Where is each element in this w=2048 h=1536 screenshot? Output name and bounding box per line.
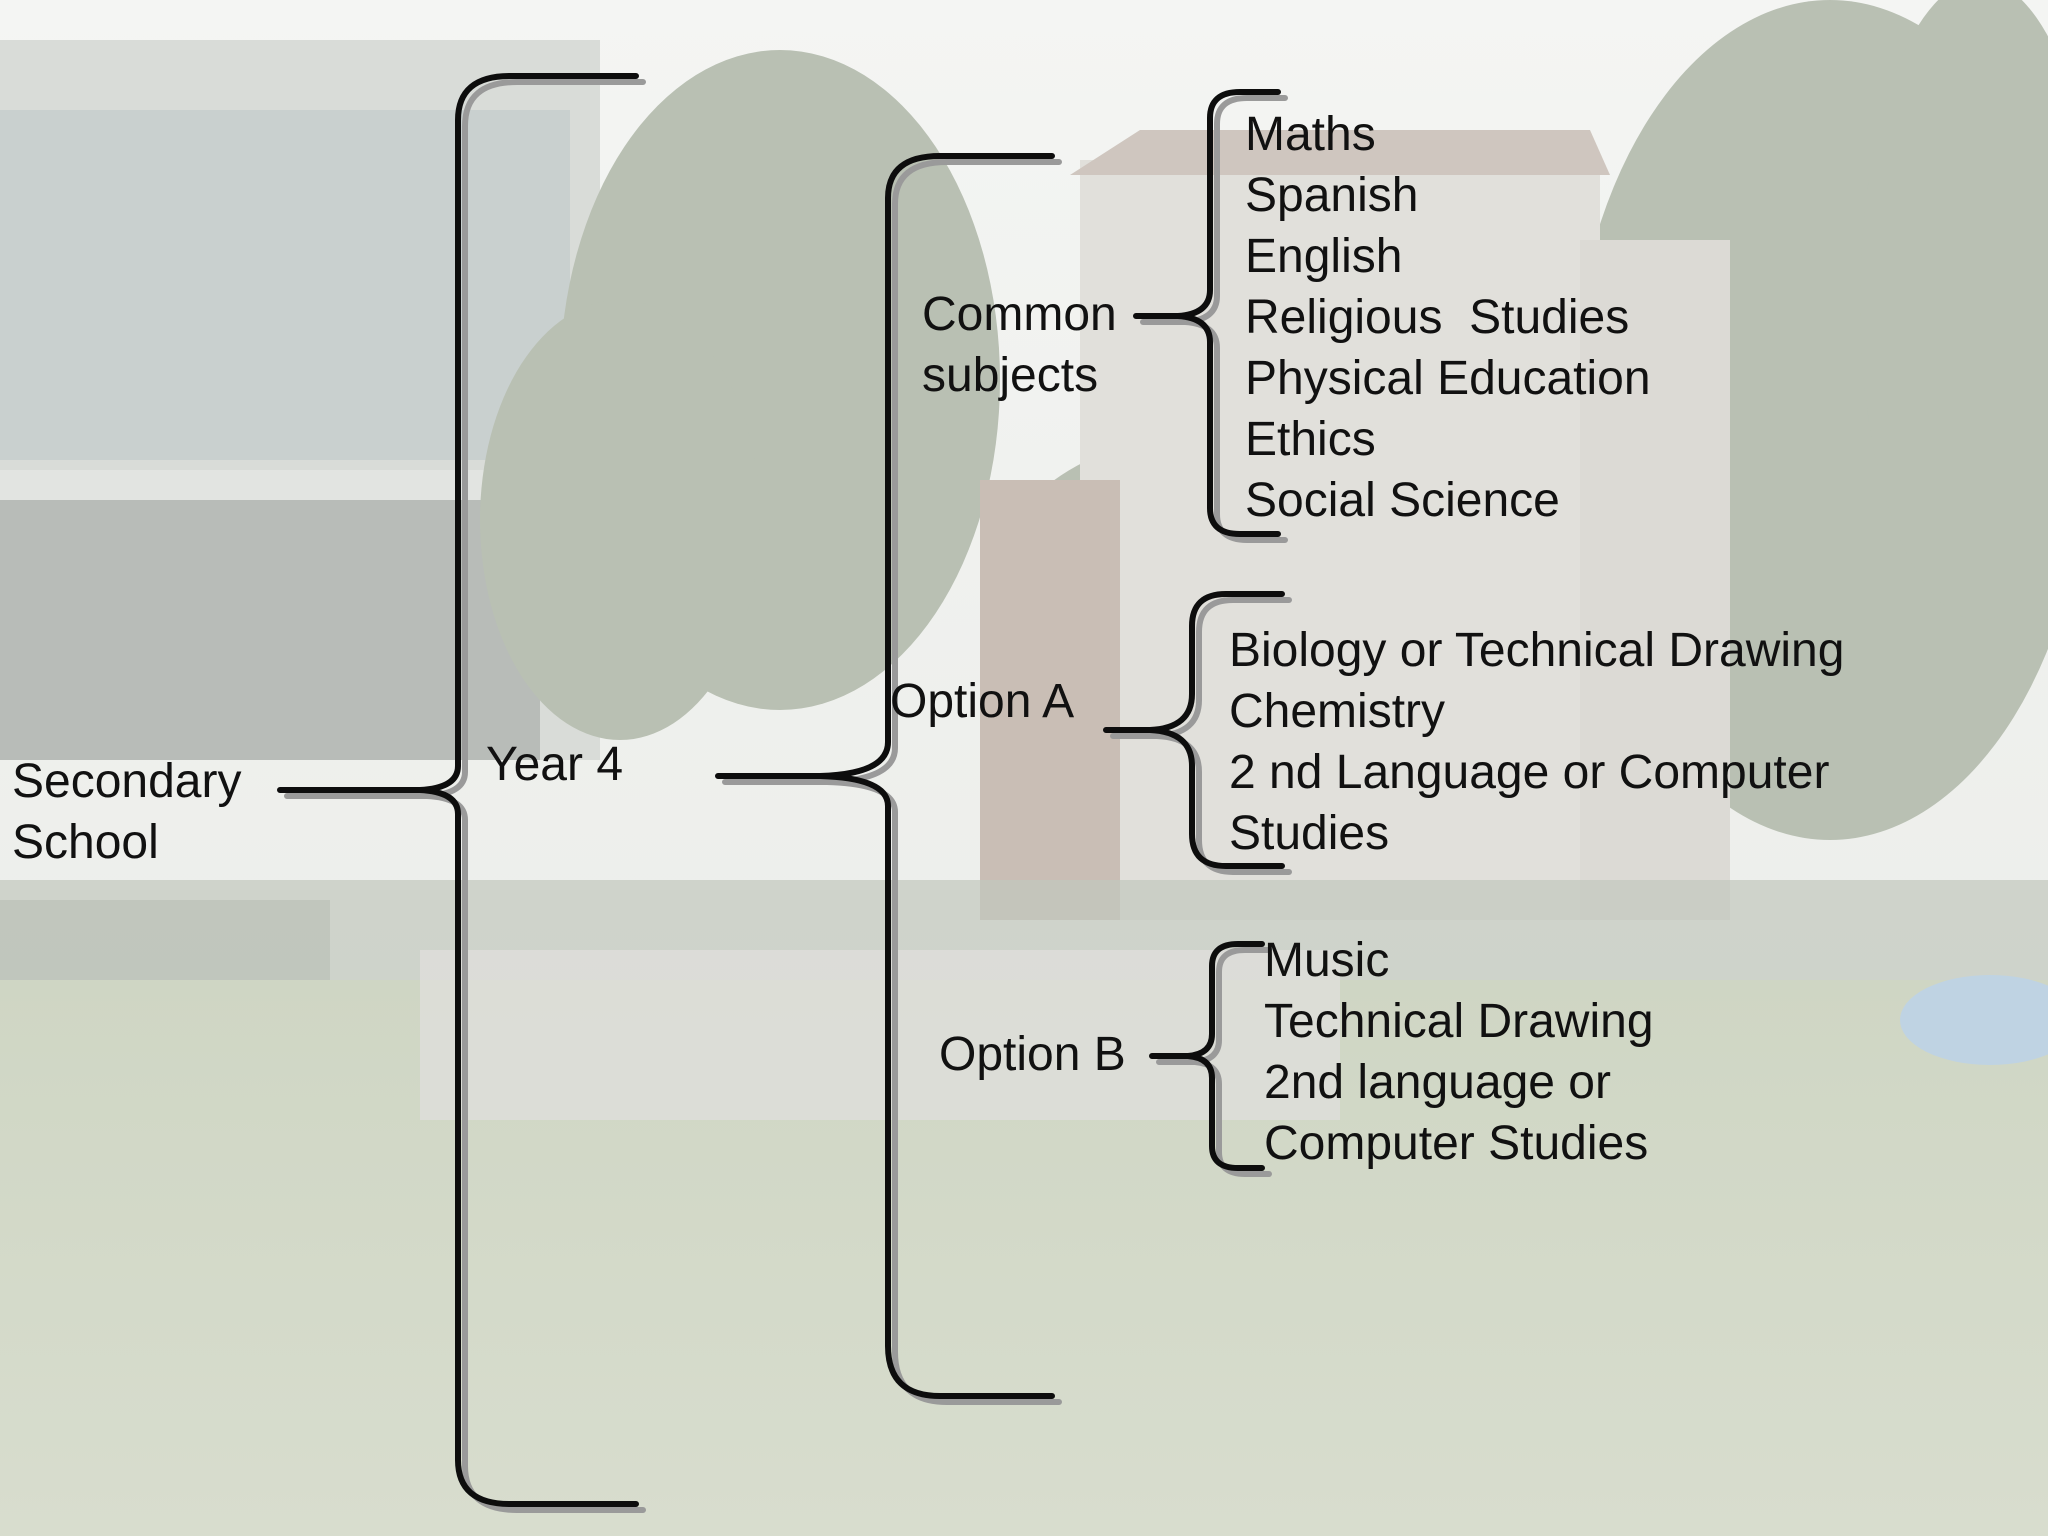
root-line: School: [12, 816, 159, 869]
group-label-line: subjects: [922, 349, 1099, 402]
subject-item: Chemistry: [1229, 685, 1446, 738]
year-label-text: Year 4: [486, 738, 624, 791]
root-line: Secondary: [12, 755, 242, 808]
subject-item: 2 nd Language or Computer: [1229, 746, 1830, 799]
common-subjects-label: Common subjects: [922, 284, 1117, 406]
subject-item: Social Science: [1245, 474, 1560, 527]
subject-item: Spanish: [1245, 169, 1419, 222]
old-school-building: [980, 130, 1730, 920]
group-label-line: Option B: [939, 1028, 1126, 1081]
secondary-school-bracket: [277, 73, 639, 1507]
group-label-line: Option A: [890, 675, 1075, 728]
subject-item: Music: [1264, 934, 1390, 987]
subject-item: 2nd language or: [1264, 1056, 1611, 1109]
option-a-list: Biology or Technical Drawing Chemistry 2…: [1229, 620, 1844, 864]
subject-item: Ethics: [1245, 413, 1376, 466]
year-4-bracket: [715, 153, 1055, 1399]
common-subjects-list: Maths Spanish English Religious Studies …: [1245, 104, 1651, 531]
subject-item: English: [1245, 230, 1403, 283]
subject-item: Physical Education: [1245, 352, 1651, 405]
brackets: [277, 73, 1285, 1507]
year-label: Year 4: [486, 734, 623, 795]
subject-item: Religious Studies: [1245, 291, 1630, 344]
subject-item: Maths: [1245, 108, 1376, 161]
subject-item: Biology or Technical Drawing: [1229, 624, 1845, 677]
option-b-label: Option B: [939, 1024, 1126, 1085]
subject-item: Studies: [1229, 807, 1390, 860]
common-subjects-bracket: [1133, 89, 1281, 537]
option-a-bracket: [1103, 591, 1285, 869]
option-b-bracket: [1149, 941, 1265, 1171]
subject-item: Technical Drawing: [1264, 995, 1654, 1048]
secondary-school-label: Secondary School: [12, 751, 241, 873]
option-b-list: Music Technical Drawing 2nd language or …: [1264, 930, 1654, 1174]
subject-item: Computer Studies: [1264, 1117, 1649, 1170]
group-label-line: Common: [922, 288, 1117, 341]
bracket-shadows: [284, 79, 1292, 1513]
option-a-label: Option A: [890, 671, 1074, 732]
